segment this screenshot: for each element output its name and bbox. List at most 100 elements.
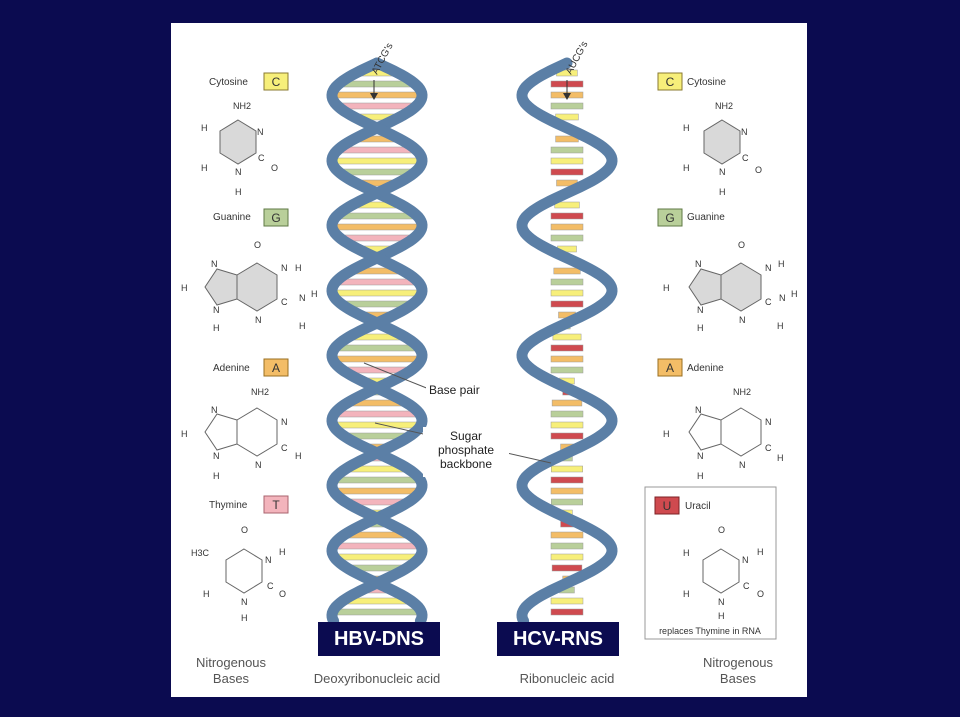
right-uracil-swatch (654, 496, 680, 515)
dna-base-pair-rung (336, 212, 418, 220)
backbone-label-line1: Sugar (450, 429, 482, 443)
atom-label: NH2 (251, 387, 269, 397)
dna-base-pair-rung (335, 278, 419, 286)
atom-label: O (279, 589, 286, 599)
dna-base-pair-rung (331, 157, 423, 165)
right-uracil-name: Uracil (685, 501, 711, 512)
atom-label: H (203, 589, 210, 599)
atom-label: N (697, 305, 704, 315)
rna-base-rung (550, 168, 584, 176)
rna-base-rung (550, 223, 584, 231)
atom-label: H (683, 163, 690, 173)
atom-label: N (235, 167, 242, 177)
atom-label: N (299, 293, 306, 303)
atom-label: N (719, 167, 726, 177)
left-adenine: Adenine A NH2 N C H N N H N H (181, 358, 302, 481)
atom-label: C (743, 581, 750, 591)
atom-label: N (765, 263, 772, 273)
atom-label: H (201, 123, 208, 133)
atom-label: N (213, 451, 220, 461)
atom-label: H (777, 453, 784, 463)
atom-label: H (757, 547, 764, 557)
atom-label: H (697, 323, 704, 333)
atom-label: O (738, 240, 745, 250)
base-pair-leader (363, 362, 430, 390)
left-thymine-name: Thymine (209, 500, 248, 511)
right-bases-caption-line1: Nitrogenous (703, 655, 774, 670)
atom-label: O (718, 525, 725, 535)
rna-base-rung (554, 201, 580, 209)
atom-label: H (299, 321, 306, 331)
rna-base-rung (550, 531, 584, 539)
left-thymine-ring (225, 548, 263, 594)
right-cytosine-letter: C (666, 75, 675, 89)
atom-label: H (181, 429, 188, 439)
atom-label: N (265, 555, 272, 565)
right-guanine-ring6 (720, 262, 762, 312)
atom-label: H (663, 429, 670, 439)
rna-base-rung (550, 542, 584, 550)
atom-label: N (695, 405, 702, 415)
right-cytosine-name: Cytosine (687, 77, 726, 88)
dna-base-pair-rung (331, 91, 423, 99)
left-thymine-box (263, 495, 289, 514)
atom-label: C (281, 443, 288, 453)
left-thymine-letter: T (272, 498, 280, 512)
atom-label: H (719, 187, 726, 197)
atom-label: H (213, 471, 220, 481)
rna-base-rung (550, 432, 584, 440)
dna-base-pair-rung (332, 542, 422, 550)
right-adenine-box (657, 358, 683, 377)
left-cytosine-letter: C (272, 75, 281, 89)
atom-label: N (718, 597, 725, 607)
atom-label: N (281, 417, 288, 427)
atom-label: C (765, 297, 772, 307)
right-cytosine-box (657, 72, 683, 91)
dna-strand-a (326, 57, 428, 627)
right-guanine-name: Guanine (687, 212, 725, 223)
rna-base-rung (550, 355, 584, 363)
right-guanine-box (657, 208, 683, 227)
rna-base-rung (550, 487, 584, 495)
right-uracil-box: U Uracil O N H C O N H H H replaces Thym… (644, 486, 777, 640)
right-adenine-ring5 (688, 413, 722, 451)
dna-base-pair-rung (333, 476, 421, 484)
dna-base-pair-rung (332, 608, 422, 616)
right-adenine-letter: A (666, 361, 674, 375)
rna-base-rung (550, 212, 584, 220)
right-guanine-letter: G (665, 211, 674, 225)
atom-label: C (765, 443, 772, 453)
atom-label: H (213, 323, 220, 333)
left-adenine-ring5 (204, 413, 238, 451)
atom-label: C (281, 297, 288, 307)
left-cytosine-ring (219, 119, 257, 165)
left-bases-caption-line2: Bases (213, 671, 250, 686)
rna-label-arrowhead (563, 93, 571, 100)
right-adenine: A Adenine NH2 N C H N N H N H (657, 358, 784, 481)
rna-base-rung (551, 498, 583, 506)
dna-base-pair-rung (332, 289, 422, 297)
right-uracil-ring (702, 548, 740, 594)
backbone-label-bg (423, 427, 509, 477)
right-uracil-letter: U (663, 499, 672, 513)
atom-label: H (181, 283, 188, 293)
left-guanine-letter: G (271, 211, 280, 225)
left-guanine-name: Guanine (213, 212, 251, 223)
dna-base-pair-rung (332, 355, 422, 363)
atom-label: C (258, 153, 265, 163)
atom-label: H (295, 451, 302, 461)
right-bases-caption-line2: Bases (720, 671, 757, 686)
atom-label: H (777, 321, 784, 331)
dna-label-arrowhead (370, 93, 378, 100)
atom-label: H (201, 163, 208, 173)
atom-label: O (755, 165, 762, 175)
right-adenine-ring6 (720, 407, 762, 457)
right-cytosine: C Cytosine NH2 N C O N H H H (657, 72, 762, 197)
atom-label: N (211, 259, 218, 269)
dna-base-pair-rung (333, 410, 421, 418)
atom-label: H (235, 187, 242, 197)
right-guanine-ring5 (688, 268, 722, 306)
rna-base-rung (550, 157, 584, 165)
atom-label: N (213, 305, 220, 315)
atom-label: N (255, 460, 262, 470)
